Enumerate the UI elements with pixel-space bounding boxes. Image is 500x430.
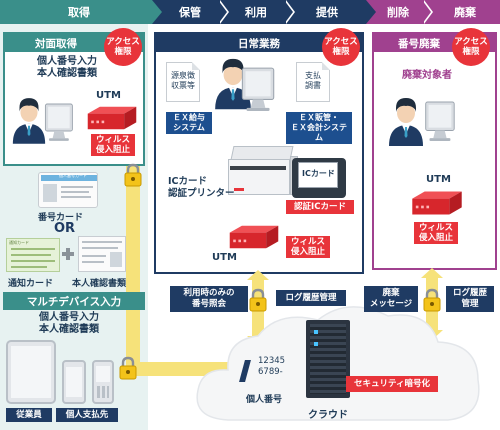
- log-history-label: ログ履歴管理: [446, 286, 494, 312]
- virus-block-label: ウィルス侵入阻止: [414, 222, 458, 244]
- withholding-slip-document: 源泉徴収票等: [166, 62, 200, 102]
- phase-header: 取得 保管 利用 提供 削除 廃棄: [0, 0, 500, 24]
- log-history-label: ログ履歴管理: [276, 290, 346, 306]
- utm-device-icon: [86, 103, 138, 133]
- virus-block-label: ウィルス侵入阻止: [91, 134, 135, 156]
- computer-monitor-icon: [236, 66, 278, 112]
- data-flow-arrowhead: [247, 270, 269, 280]
- notification-card-header: 通知カード: [9, 240, 29, 245]
- phase-store: 保管: [179, 6, 201, 19]
- auth-ic-card-label: 認証ICカード: [286, 200, 354, 214]
- id-documents-label: 本人確認書類: [72, 279, 127, 289]
- mynumber-card-label: 番号カード: [38, 213, 84, 223]
- encryption-label: セキュリティ暗号化: [346, 376, 438, 392]
- payment-record-document: 支払調書: [296, 62, 330, 102]
- notification-card-label: 通知カード: [8, 279, 54, 289]
- access-rights-badge: アクセス権限: [322, 28, 360, 66]
- accounting-system-label: ＥＸ販管・ＥＸ会計システム: [286, 112, 352, 144]
- data-flow-arrow: [126, 166, 140, 376]
- access-rights-badge: アクセス権限: [104, 28, 142, 66]
- computer-monitor-icon: [420, 100, 458, 142]
- card-header-text: 個人番号カード: [59, 173, 87, 178]
- lock-icon: [422, 288, 442, 312]
- phase-delete: 削除: [387, 6, 409, 19]
- data-flow-arrowhead: [421, 268, 443, 278]
- chevron-separator: [152, 0, 162, 24]
- plus-icon: [62, 248, 74, 260]
- utm-device-icon: [410, 188, 464, 218]
- ic-card-reader: ICカード: [292, 158, 346, 198]
- chevron-separator: [366, 0, 376, 24]
- utm-label: UTM: [212, 252, 237, 263]
- employees-label: 従業員: [6, 408, 52, 422]
- utm-label: UTM: [426, 174, 451, 185]
- smartphone-device: [62, 360, 86, 404]
- card-photo: [43, 184, 57, 202]
- phase-store-bg: [152, 0, 372, 24]
- access-rights-badge: アクセス権限: [452, 28, 490, 66]
- printer-label: ICカード認証プリンター: [168, 176, 235, 199]
- on-demand-inquiry-label: 利用時のみの番号照会: [170, 286, 248, 312]
- phase-provide: 提供: [316, 6, 338, 19]
- id-document: [78, 236, 126, 272]
- phase-acquire-bg: [0, 0, 158, 24]
- personal-number-label: 個人番号: [246, 395, 283, 405]
- utm-device-icon: [228, 222, 280, 252]
- notification-card: 通知カード: [6, 238, 60, 272]
- chevron-separator: [422, 0, 431, 24]
- tablet-device: [6, 340, 56, 404]
- id-photo: [110, 252, 122, 267]
- disposal-message-label: 廃棄メッセージ: [364, 286, 418, 312]
- disposal-target-label: 廃棄対象者: [402, 70, 452, 81]
- utm-label: UTM: [96, 90, 121, 101]
- cloud-label: クラウド: [308, 410, 348, 421]
- multi-device-title: マルチデバイス入力: [3, 292, 145, 310]
- phase-dispose: 廃棄: [454, 6, 476, 19]
- doc-label: 支払調書: [305, 71, 321, 90]
- phase-acquire: 取得: [68, 6, 90, 19]
- chevron-separator: [218, 0, 227, 24]
- doc-label: 源泉徴収票等: [171, 71, 195, 90]
- lock-icon: [123, 163, 143, 187]
- computer-monitor-icon: [40, 102, 76, 142]
- lock-icon: [118, 356, 138, 380]
- ic-card-text: ICカード: [302, 169, 335, 178]
- virus-block-label: ウィルス侵入阻止: [286, 236, 330, 258]
- mobile-phone-device: [92, 360, 114, 404]
- phase-delete-bg: [366, 0, 500, 24]
- payroll-system-label: ＥＸ給与システム: [166, 112, 212, 134]
- phase-use: 利用: [245, 6, 267, 19]
- panel-title: 日常業務: [156, 34, 362, 52]
- in-person-task: 個人番号入力本人確認書類: [37, 56, 97, 79]
- multi-device-task: 個人番号入力本人確認書類: [39, 312, 99, 335]
- lock-icon: [248, 288, 268, 312]
- chevron-separator: [284, 0, 293, 24]
- payees-label: 個人支払先: [56, 408, 118, 422]
- or-label: OR: [54, 221, 76, 236]
- mynumber-card: 個人番号カード: [38, 172, 98, 208]
- server-icon: [306, 320, 350, 398]
- ic-card-printer: [228, 146, 298, 200]
